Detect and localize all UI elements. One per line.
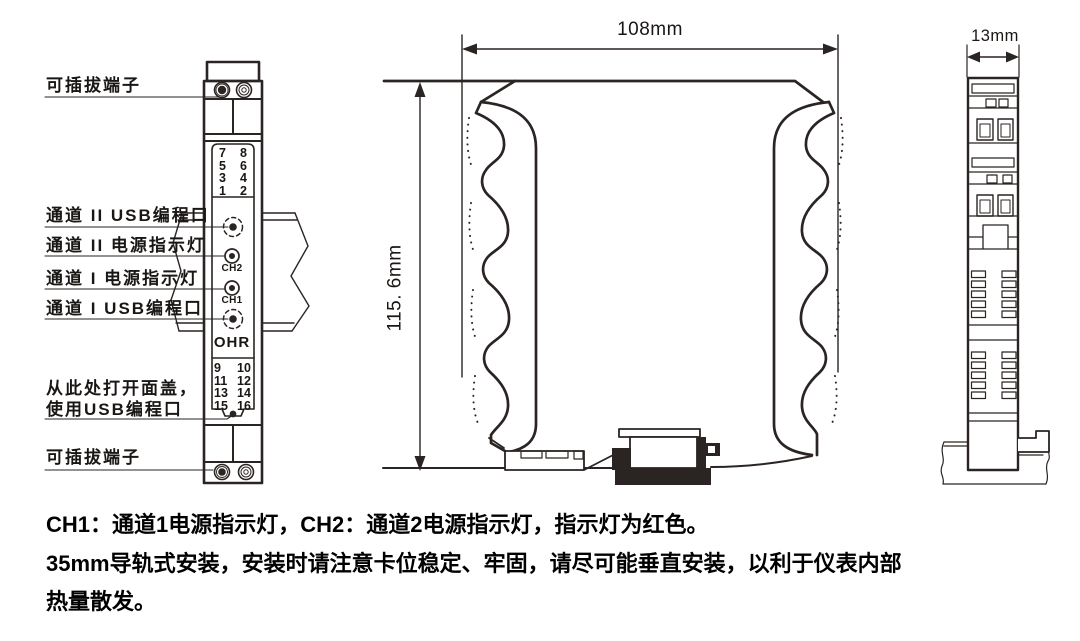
cover-open-point xyxy=(229,410,237,418)
note-line: 35mm导轨式安装，安装时请注意卡位稳定、牢固，请尽可能垂直安装，以利于仪表内部 xyxy=(46,550,902,576)
dimension-height-label: 115. 6mm xyxy=(384,244,406,332)
usb-port-ch2-icon xyxy=(222,216,244,238)
clip-latch-side xyxy=(1017,430,1050,453)
brand-logo: OHR xyxy=(213,334,251,351)
terminal-number: 11 xyxy=(214,373,228,388)
clip-latch-plate xyxy=(615,468,711,485)
side-body xyxy=(966,76,1020,472)
terminal-number: 14 xyxy=(237,386,251,400)
terminal-number: 13 xyxy=(214,386,228,400)
terminal-number: 15 xyxy=(214,398,228,413)
housing-outline xyxy=(382,79,836,469)
terminal-number: 16 xyxy=(237,398,251,413)
dimension-lines xyxy=(414,34,839,471)
top-view-drawing xyxy=(382,34,844,485)
rail-break-left xyxy=(170,212,183,332)
din-rail-front xyxy=(170,212,310,332)
dimension-width-label: 108mm xyxy=(617,19,683,40)
dimension-depth-label: 13mm xyxy=(971,27,1019,45)
callout-pluggable-terminal-bottom: 可插拔端子 xyxy=(46,448,141,467)
screw-terminal-top-icon xyxy=(213,81,253,99)
callout-ch2-power-led: 通道 II 电源指示灯 xyxy=(46,236,206,255)
front-panel xyxy=(211,143,255,418)
side-view-drawing xyxy=(940,44,1050,485)
led-label-ch2: CH2 xyxy=(221,263,243,274)
led-ch2-icon xyxy=(224,248,240,264)
callout-leader-lines xyxy=(44,96,234,471)
vent-slots xyxy=(970,270,1017,400)
terminal-number: 12 xyxy=(237,373,251,388)
callout-ch1-usb-port: 通道 I USB编程口 xyxy=(46,299,204,318)
usb-port-ch1-icon xyxy=(222,308,244,330)
rail-break-right xyxy=(290,212,310,332)
terminal-number: 5 xyxy=(219,158,226,173)
depth-dimension-lines xyxy=(966,44,1020,78)
terminal-number: 4 xyxy=(240,171,247,185)
side-details xyxy=(967,83,1019,422)
din-clip-assembly xyxy=(504,428,720,485)
terminal-numbers-top: 7 8 5 6 3 4 1 2 xyxy=(212,146,254,197)
module-sections xyxy=(203,98,263,463)
callout-open-cover-line2: 使用USB编程口 xyxy=(46,400,183,419)
terminal-number: 6 xyxy=(240,158,247,173)
installation-notes: CH1：通道1电源指示灯，CH2：通道2电源指示灯，指示灯为红色。 35mm导轨… xyxy=(46,506,902,622)
terminal-number: 2 xyxy=(240,183,247,198)
terminal-number: 1 xyxy=(219,183,226,198)
terminal-number: 8 xyxy=(240,146,247,160)
callout-open-cover-line1: 从此处打开面盖， xyxy=(46,379,198,398)
terminal-number: 10 xyxy=(237,361,251,375)
module-outline xyxy=(202,60,264,485)
note-line: CH1：通道1电源指示灯，CH2：通道2电源指示灯，指示灯为红色。 xyxy=(46,512,709,537)
led-label-ch1: CH1 xyxy=(221,295,243,306)
screw-terminal-bottom-icon xyxy=(213,463,255,481)
note-line: 热量散发。 xyxy=(46,589,157,614)
terminal-number: 9 xyxy=(214,361,221,375)
terminal-number: 7 xyxy=(219,146,226,160)
dotted-texture xyxy=(466,117,844,427)
callout-pluggable-terminal-top: 可插拔端子 xyxy=(46,76,141,95)
din-rail-side xyxy=(940,441,1050,485)
terminal-numbers-bottom: 9 10 11 12 13 14 15 16 xyxy=(211,361,257,412)
front-view-drawing xyxy=(44,60,310,485)
led-ch1-icon xyxy=(224,280,240,296)
callout-ch1-power-led: 通道 I 电源指示灯 xyxy=(46,269,200,288)
callout-ch2-usb-port: 通道 II USB编程口 xyxy=(46,206,210,225)
terminal-number: 3 xyxy=(219,171,226,185)
